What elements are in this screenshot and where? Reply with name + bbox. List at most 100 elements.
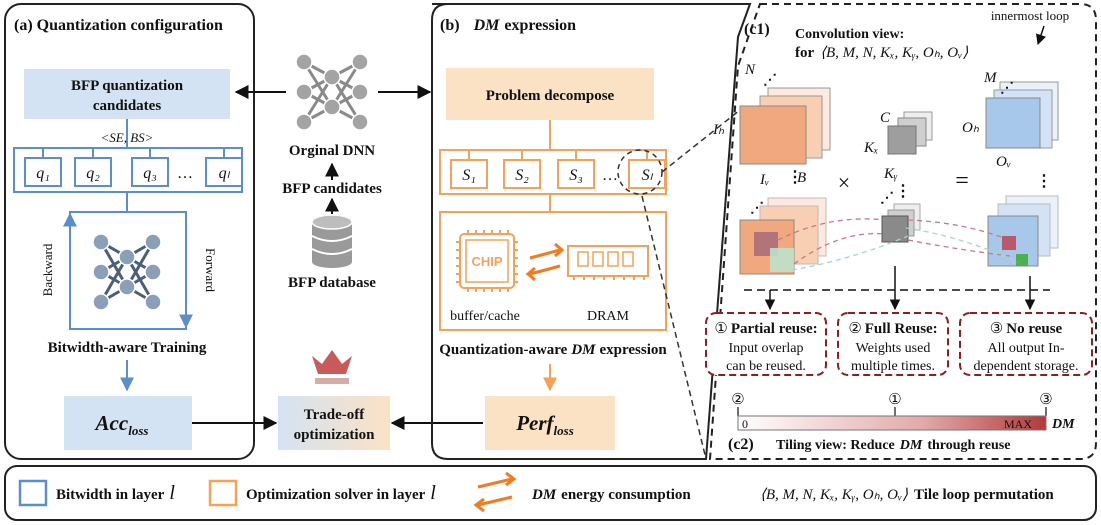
q1-label: q₁ <box>36 165 50 182</box>
q2-box <box>74 157 112 187</box>
s3-label: S₃ <box>569 167 583 184</box>
tradeoff-box <box>278 396 390 450</box>
dram-label: DRAM <box>587 309 630 324</box>
se-bs-label: <SE, BS> <box>101 130 154 145</box>
dim-n: N <box>744 62 756 78</box>
panel-a-frame <box>4 3 255 460</box>
full-reuse-line1: Weights used <box>856 341 931 356</box>
bfp-candidates-line2: candidates <box>93 98 162 114</box>
innermost-loop-label: innermost loop <box>991 8 1069 23</box>
zoom-line-upper <box>661 109 741 173</box>
tile-weight-stack <box>881 203 921 243</box>
q3-box <box>131 157 169 187</box>
input-tensor-stack <box>739 87 831 165</box>
dots-tile-weight: ⋰ <box>880 191 894 206</box>
dots-weight: ⋮ <box>895 183 911 200</box>
dots-input-b: ⋮ <box>787 169 803 186</box>
dram-icon <box>567 245 649 280</box>
chip-icon <box>456 230 518 292</box>
no-reuse-box <box>959 312 1093 376</box>
acc-loss-label: Accloss <box>94 411 149 438</box>
hardware-frame <box>439 211 667 331</box>
acc-loss-box <box>64 396 192 450</box>
forward-label: Forward <box>203 248 218 293</box>
no-reuse-line1: All output In- <box>988 341 1065 356</box>
innermost-arrow <box>1036 25 1046 45</box>
data-movement-icon <box>525 242 565 282</box>
times-sign: × <box>838 170 850 195</box>
scale-mark-1: ① <box>888 392 901 408</box>
tile-mapping-lines <box>777 218 1019 271</box>
bfp-candidates-box <box>24 69 230 119</box>
scale-mark-2: ② <box>731 392 744 408</box>
dm-scale-bar <box>737 415 1047 431</box>
output-tensor-stack <box>985 81 1059 149</box>
full-reuse-line2: multiple times. <box>851 359 935 374</box>
partial-reuse-line1: Input overlap <box>728 341 803 356</box>
dim-ky: Kᵧ <box>883 166 898 182</box>
full-reuse-box <box>837 312 949 376</box>
legend-frame <box>4 465 1097 521</box>
original-dnn-icon <box>295 53 369 131</box>
s2-label: S₂ <box>515 167 529 184</box>
partial-reuse-box <box>705 312 827 376</box>
dim-m: M <box>983 70 998 86</box>
buffer-label: buffer/cache <box>450 309 520 324</box>
dots-output: ⋮ <box>1036 173 1052 190</box>
ql-box <box>205 157 243 187</box>
dim-b: B <box>797 170 806 186</box>
tradeoff-line1: Trade-off <box>304 407 366 423</box>
sl-label: Sₗ <box>642 167 654 184</box>
perf-loss-box <box>485 396 615 450</box>
bfp-candidates-line1: BFP quantization <box>71 78 184 94</box>
scale-max: MAX <box>1004 417 1032 431</box>
backward-label: Backward <box>40 243 55 296</box>
training-label: Bitwidth-aware Training <box>48 340 207 356</box>
legend-orange-swatch <box>208 479 238 507</box>
training-loop-frame <box>69 211 187 330</box>
database-icon <box>311 214 353 268</box>
bfp-database-label: BFP database <box>288 275 376 291</box>
dim-kx: Kₓ <box>863 140 878 156</box>
scale-mark-3: ③ <box>1039 392 1052 408</box>
dim-c: C <box>880 110 891 126</box>
no-reuse-line2: dependent storage. <box>974 359 1079 374</box>
dnn-label: Orginal DNN <box>289 143 375 159</box>
problem-decompose-label: Problem decompose <box>486 88 615 104</box>
dots-output-m: ⋰ <box>1000 81 1014 96</box>
equals-sign: = <box>955 168 969 194</box>
q1-box <box>24 157 62 187</box>
conv-title: Convolution view: <box>795 27 904 42</box>
panel-a-title: (a) Quantization configuration <box>14 17 223 34</box>
training-network-icon <box>92 233 162 311</box>
dim-ow: Oᵥ <box>996 154 1011 170</box>
bfp-candidates-label: BFP candidates <box>282 181 382 197</box>
s-ellipsis: … <box>602 167 618 184</box>
panel-c-frame <box>708 3 1097 460</box>
s2-box <box>503 159 541 189</box>
scale-dm: DM <box>1051 417 1075 432</box>
panel-b-frame <box>431 3 752 460</box>
weight-tensor-stack <box>887 111 933 155</box>
c2-label: (c2) <box>728 436 754 453</box>
partial-reuse-line2: can be reused. <box>726 359 806 374</box>
legend-dm-arrow-icon <box>473 471 517 513</box>
s1-label: S₁ <box>462 167 476 184</box>
dim-ih: Iₕ <box>712 122 725 138</box>
zoom-line-lower <box>641 195 707 460</box>
sl-box <box>628 159 666 189</box>
perf-loss-label: Perfloss <box>515 411 574 438</box>
tradeoff-line2: optimization <box>294 427 375 443</box>
dots-input-n: ⋰ <box>763 73 777 88</box>
q3-label: q₃ <box>143 165 157 182</box>
